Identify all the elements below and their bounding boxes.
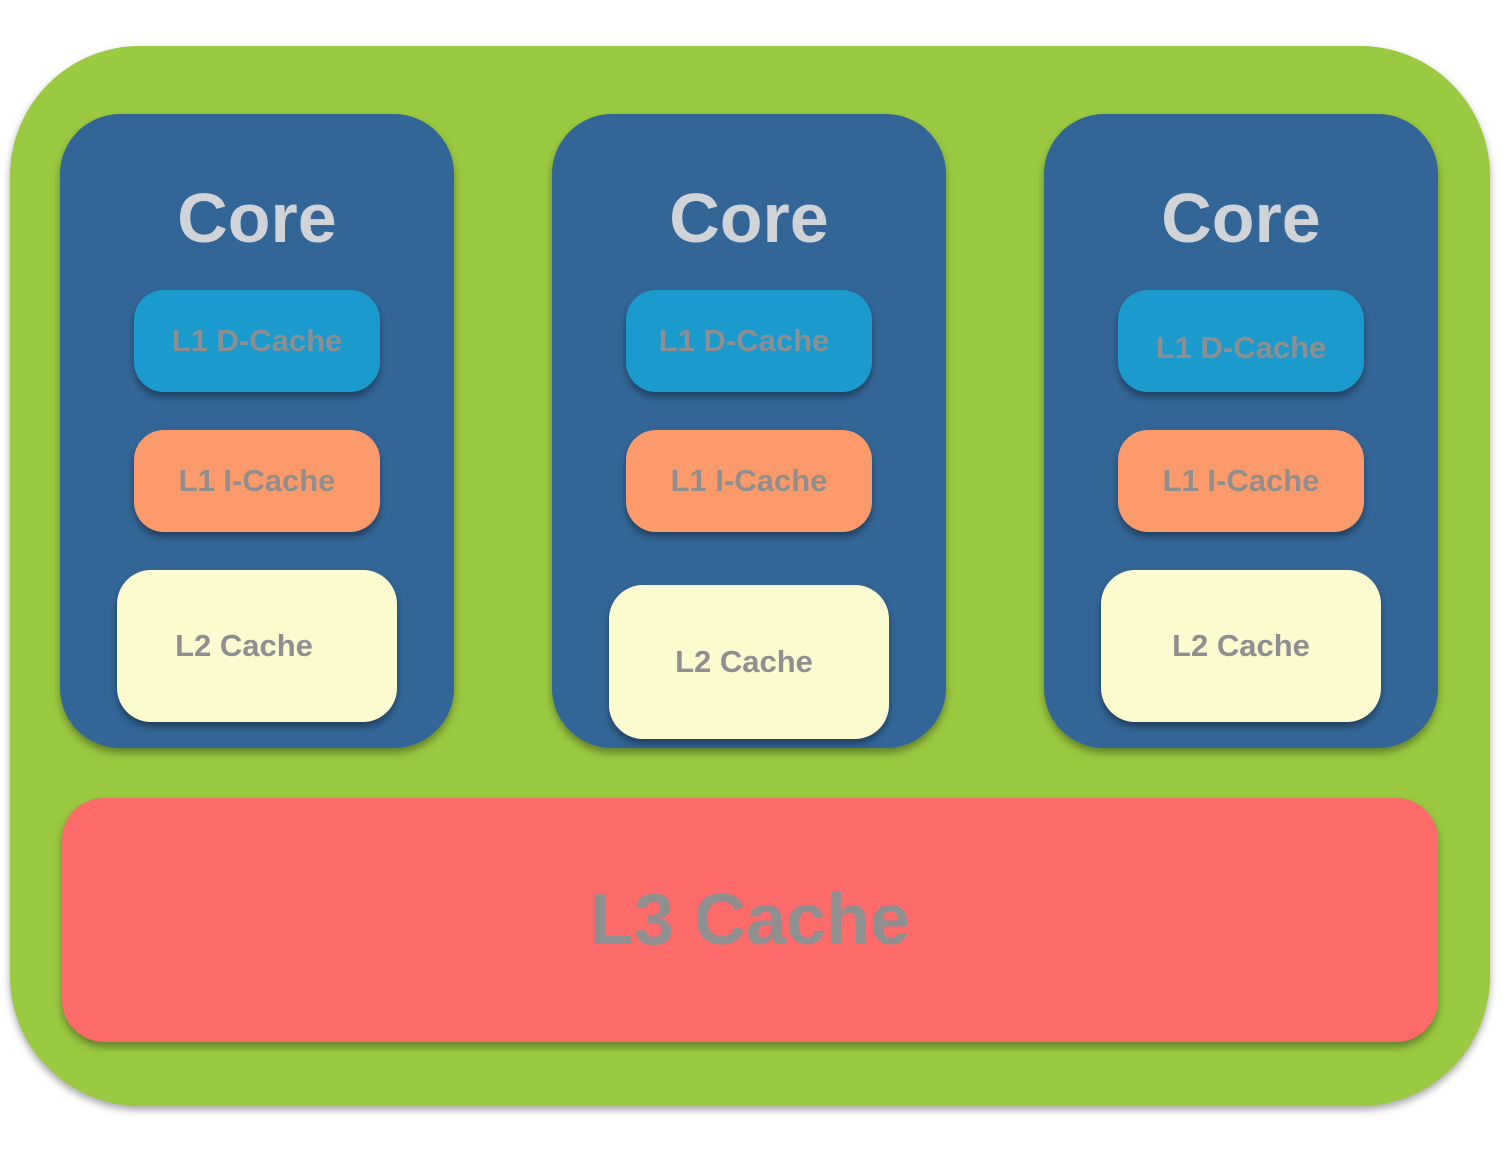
l3-cache-block: L3 Cache: [62, 798, 1438, 1042]
l1-icache-block: L1 I-Cache: [1118, 430, 1364, 532]
l1-icache-block: L1 I-Cache: [134, 430, 380, 532]
l1-dcache-block: L1 D-Cache: [134, 290, 380, 392]
l1-dcache-block: L1 D-Cache: [1118, 290, 1364, 392]
l2-cache-block: L2 Cache: [117, 570, 397, 722]
core-3: Core L1 D-Cache L1 I-Cache L2 Cache: [1044, 114, 1438, 748]
l2-cache-block: L2 Cache: [1101, 570, 1381, 722]
core-2: Core L1 D-Cache L1 I-Cache L2 Cache: [552, 114, 946, 748]
core-title: Core: [1161, 179, 1321, 257]
l1-icache-block: L1 I-Cache: [626, 430, 872, 532]
l1-dcache-block: L1 D-Cache: [626, 290, 872, 392]
l2-cache-block: L2 Cache: [609, 585, 889, 739]
core-1: Core L1 D-Cache L1 I-Cache L2 Cache: [60, 114, 454, 748]
core-title: Core: [669, 179, 829, 257]
core-title: Core: [177, 179, 337, 257]
